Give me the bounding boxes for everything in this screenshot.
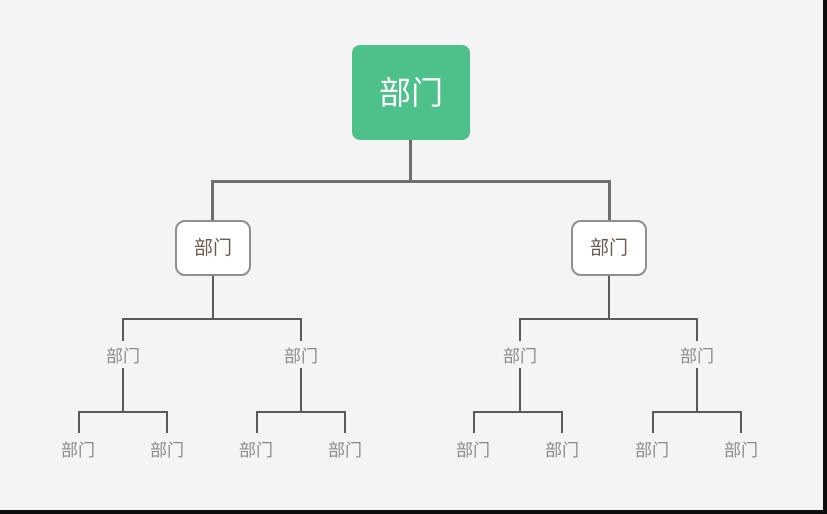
- connector-l3-a-bus: [78, 411, 168, 413]
- connector-l3-d-to-leaf-7: [652, 411, 654, 433]
- connector-l3-b-to-leaf-3: [256, 411, 258, 433]
- org-node-level4-2[interactable]: 部门: [150, 440, 184, 461]
- org-node-level3-3[interactable]: 部门: [503, 346, 537, 367]
- org-node-level4-6[interactable]: 部门: [545, 440, 579, 461]
- connector-l2-right-to-l3-d: [696, 318, 698, 341]
- connector-l2-left-to-l3-b: [300, 318, 302, 341]
- connector-l3-d-to-leaf-8: [740, 411, 742, 433]
- connector-root-stem: [409, 140, 412, 181]
- connector-l3-b-bus: [256, 411, 346, 413]
- connector-l2-left-to-l3-a: [122, 318, 124, 341]
- connector-l3-c-stem: [519, 368, 521, 412]
- connector-l3-d-bus: [652, 411, 742, 413]
- org-node-level4-3[interactable]: 部门: [239, 440, 273, 461]
- connector-l3-a-to-leaf-2: [166, 411, 168, 433]
- connector-l3-a-to-leaf-1: [78, 411, 80, 433]
- connector-root-to-l2-left: [211, 180, 214, 221]
- connector-l3-b-stem: [300, 368, 302, 412]
- connector-l3-c-bus: [473, 411, 563, 413]
- connector-l3-d-stem: [696, 368, 698, 412]
- connector-l2-left-bus: [122, 318, 302, 320]
- org-node-level4-1[interactable]: 部门: [61, 440, 95, 461]
- org-node-level3-1[interactable]: 部门: [106, 346, 140, 367]
- connector-l3-a-stem: [122, 368, 124, 412]
- org-node-level3-2[interactable]: 部门: [284, 346, 318, 367]
- connector-l3-c-to-leaf-5: [473, 411, 475, 433]
- org-node-level2-left[interactable]: 部门: [175, 220, 251, 276]
- connector-l3-c-to-leaf-6: [561, 411, 563, 433]
- connector-l3-b-to-leaf-4: [344, 411, 346, 433]
- org-node-level2-right[interactable]: 部门: [571, 220, 647, 276]
- connector-root-to-l2-right: [608, 180, 611, 221]
- org-node-root[interactable]: 部门: [352, 45, 470, 140]
- org-node-level4-4[interactable]: 部门: [328, 440, 362, 461]
- connector-root-bus: [211, 180, 611, 183]
- connector-l2-right-bus: [519, 318, 698, 320]
- org-node-level4-8[interactable]: 部门: [724, 440, 758, 461]
- connector-l2-right-stem: [608, 276, 610, 319]
- org-node-level3-4[interactable]: 部门: [680, 346, 714, 367]
- org-node-level4-5[interactable]: 部门: [456, 440, 490, 461]
- org-node-level4-7[interactable]: 部门: [635, 440, 669, 461]
- connector-l2-right-to-l3-c: [519, 318, 521, 341]
- connector-l2-left-stem: [212, 276, 214, 319]
